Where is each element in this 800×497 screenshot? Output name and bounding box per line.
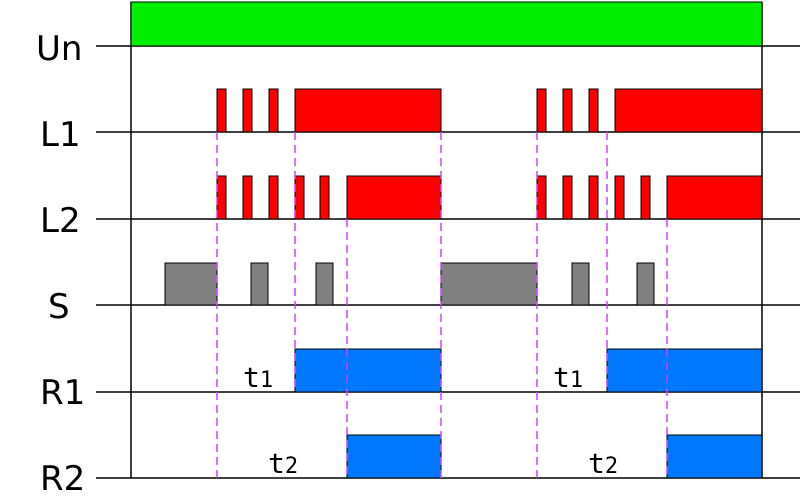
l2-pulse	[268, 175, 279, 220]
l2-pulse	[562, 175, 573, 220]
time-label-t2-second: t2	[588, 447, 618, 480]
row-label-s: S	[48, 287, 70, 327]
l1-pulse	[216, 88, 227, 133]
s-signal	[164, 262, 655, 306]
l2-steady	[666, 175, 763, 220]
time-markers	[216, 132, 668, 478]
l2-steady	[346, 175, 442, 220]
row-label-l2: L2	[40, 201, 81, 241]
time-label-t1-first: t1	[243, 361, 273, 394]
s-press	[440, 262, 538, 306]
r2-on	[346, 434, 442, 479]
l1-pulse	[268, 88, 279, 133]
l2-pulse	[216, 175, 227, 220]
r2-on	[666, 434, 763, 479]
l2-pulse	[294, 175, 305, 220]
l1-signal	[216, 88, 763, 133]
l2-pulse	[536, 175, 547, 220]
l1-pulse	[242, 88, 253, 133]
l2-pulse	[614, 175, 625, 220]
l1-steady	[294, 88, 442, 133]
row-label-un: Un	[36, 29, 82, 69]
l1-pulse	[536, 88, 547, 133]
supply-bar	[130, 1, 763, 47]
l1-steady	[614, 88, 763, 133]
frame	[130, 2, 763, 478]
row-label-r1: R1	[40, 373, 85, 413]
time-label-t1-second: t1	[553, 361, 583, 394]
time-label-t2-first: t2	[268, 447, 298, 480]
s-press	[636, 262, 655, 306]
row-label-r2: R2	[40, 459, 85, 497]
s-press	[571, 262, 590, 306]
s-press	[164, 262, 218, 306]
r2-signal	[346, 434, 763, 479]
l2-pulse	[319, 175, 330, 220]
l2-pulse	[640, 175, 651, 220]
s-press	[315, 262, 334, 306]
l1-pulse	[562, 88, 573, 133]
r1-on	[606, 348, 763, 393]
r1-on	[294, 348, 442, 393]
l2-pulse	[242, 175, 253, 220]
r1-signal	[294, 348, 763, 393]
l1-pulse	[588, 88, 599, 133]
row-label-l1: L1	[40, 115, 81, 155]
l2-pulse	[588, 175, 599, 220]
s-press	[250, 262, 269, 306]
l2-signal	[216, 175, 763, 220]
